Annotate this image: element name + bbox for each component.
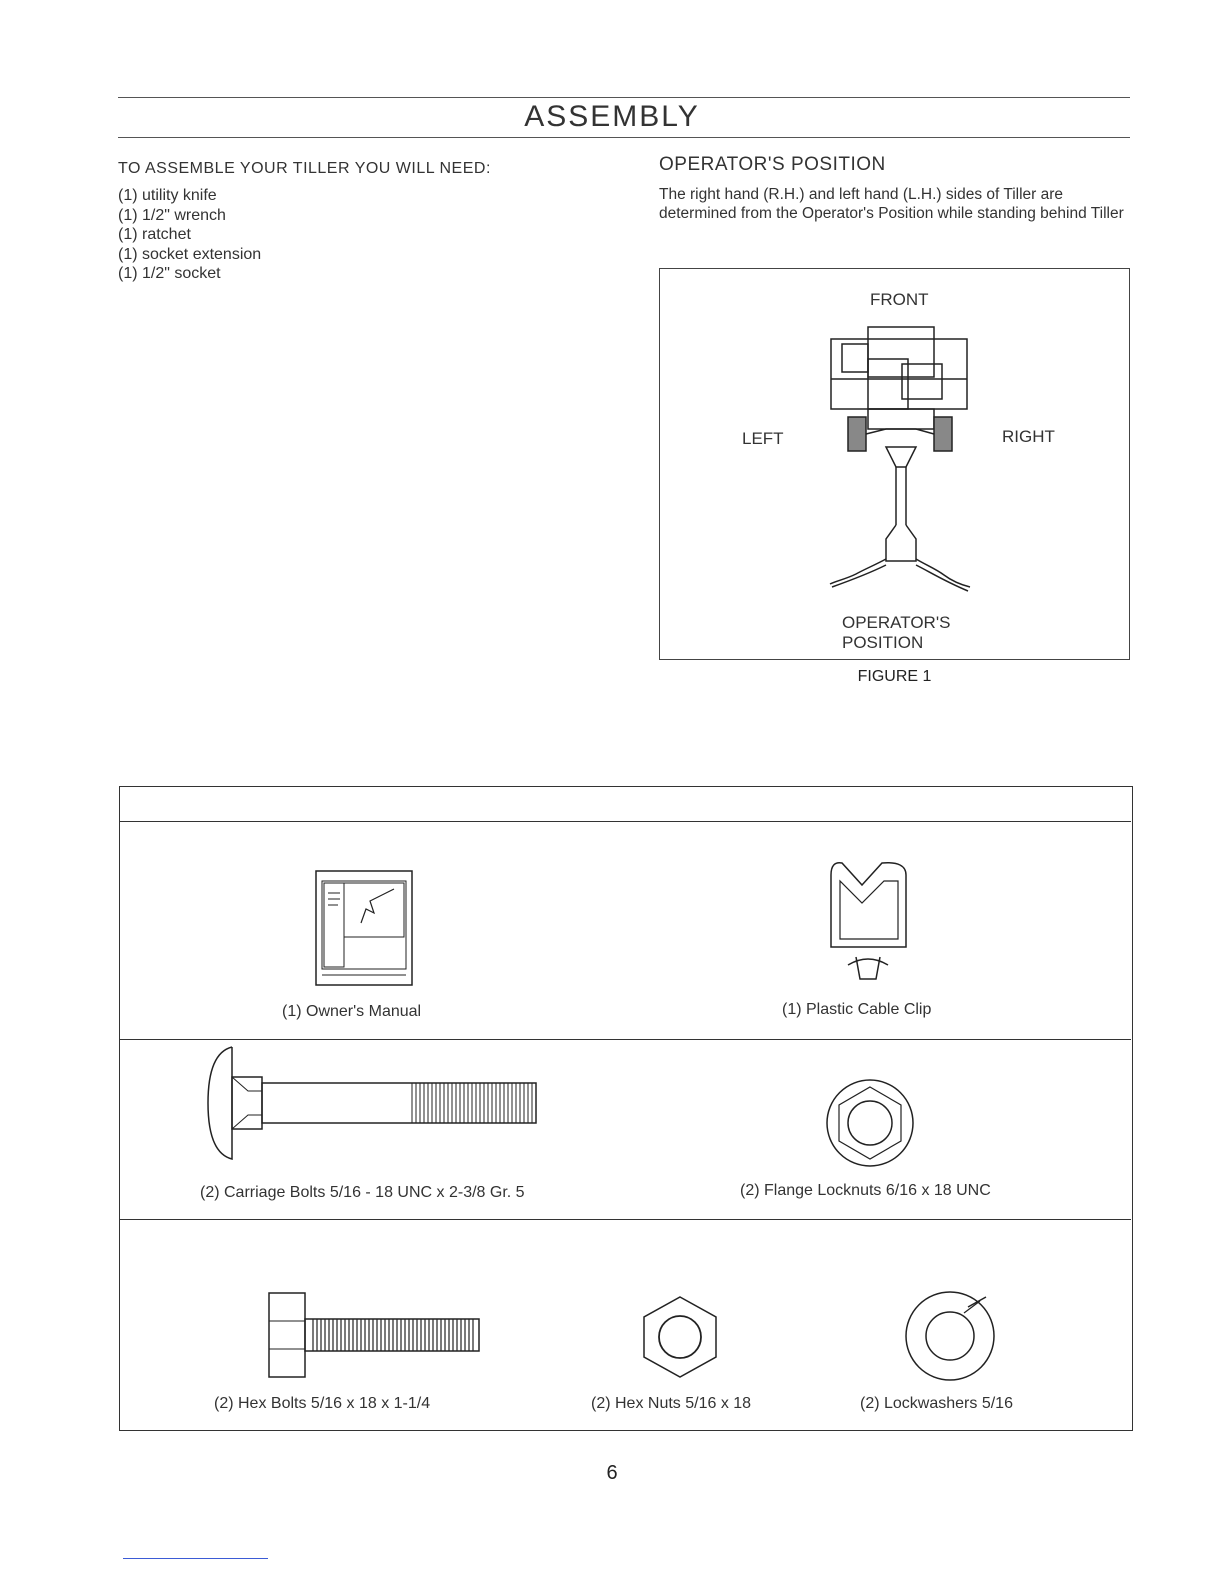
parts-row-divider xyxy=(120,1219,1131,1220)
part-caption-flange-locknuts: (2) Flange Locknuts 6/16 x 18 UNC xyxy=(740,1182,991,1199)
tiller-top-view-drawing xyxy=(829,326,971,592)
label-front: FRONT xyxy=(870,290,929,309)
flange-locknut-icon xyxy=(826,1079,914,1167)
part-caption-hex-nuts: (2) Hex Nuts 5/16 x 18 xyxy=(591,1395,752,1412)
label-operator-position: OPERATOR'S POSITION xyxy=(842,613,950,653)
tool-item: (1) ratchet xyxy=(118,226,191,243)
page-number: 6 xyxy=(606,1462,618,1484)
label-operator-line1: OPERATOR'S xyxy=(842,613,951,632)
owners-manual-icon xyxy=(315,870,413,986)
label-right: RIGHT xyxy=(1002,427,1055,446)
tool-item: (1) 1/2" wrench xyxy=(118,206,226,224)
tool-item: (1) utility knife xyxy=(118,187,217,204)
part-caption-lockwashers: (2) Lockwashers 5/16 xyxy=(860,1395,1013,1412)
operator-heading: OPERATOR'S POSITION xyxy=(659,154,886,175)
hex-bolt-icon xyxy=(268,1292,480,1378)
lockwasher-icon xyxy=(905,1291,995,1381)
figure-caption: FIGURE 1 xyxy=(857,668,932,685)
parts-row-divider xyxy=(120,1039,1131,1040)
operator-text: The right hand (R.H.) and left hand (L.H… xyxy=(659,186,1124,222)
tools-heading: TO ASSEMBLE YOUR TILLER YOU WILL NEED: xyxy=(118,160,491,177)
part-caption-cable-clip: (1) Plastic Cable Clip xyxy=(782,1001,932,1018)
tool-item: (1) 1/2" socket xyxy=(118,265,221,282)
page-title: ASSEMBLY xyxy=(524,100,700,133)
carriage-bolt-icon xyxy=(207,1046,537,1160)
footer-link-underline xyxy=(123,1558,268,1559)
parts-table: (1) Owner's Manual (1) Plastic Cable Cli… xyxy=(119,786,1133,1431)
header-top-rule xyxy=(118,97,1130,98)
part-caption-hex-bolts: (2) Hex Bolts 5/16 x 18 x 1-1/4 xyxy=(214,1395,431,1412)
header-bottom-rule xyxy=(118,137,1130,138)
figure-1-box: FRONT LEFT RIGHT OPERATOR'S POSITION xyxy=(659,268,1130,660)
label-operator-line2: POSITION xyxy=(842,633,924,652)
parts-header-rule xyxy=(120,821,1131,822)
part-caption-owners-manual: (1) Owner's Manual xyxy=(282,1003,422,1020)
tools-list: (1) utility knife (1) 1/2" wrench (1) ra… xyxy=(118,186,261,284)
tool-item: (1) socket extension xyxy=(118,245,262,263)
plastic-cable-clip-icon xyxy=(830,862,907,980)
part-caption-carriage-bolts: (2) Carriage Bolts 5/16 - 18 UNC x 2-3/8… xyxy=(200,1184,525,1201)
hex-nut-icon xyxy=(643,1296,717,1378)
label-left: LEFT xyxy=(742,429,784,448)
